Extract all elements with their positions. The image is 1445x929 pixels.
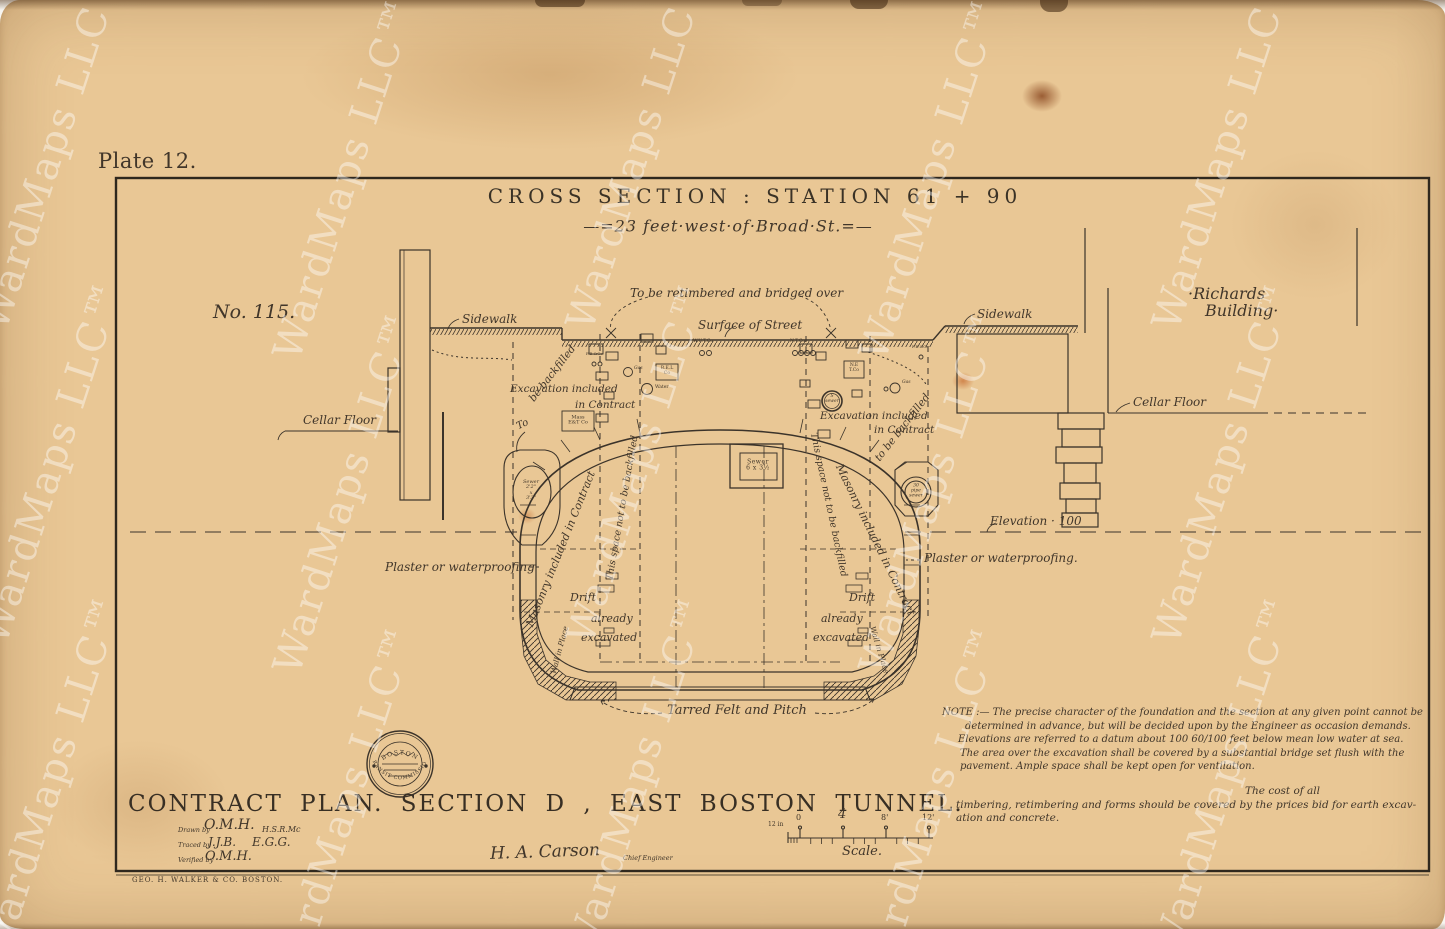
plate-number: Plate 12. [98, 149, 197, 173]
drawing-subtitle: —=23 feet·west·of·Broad·St.=— [583, 216, 873, 236]
chief-engineer-title: Chief Engineer [623, 854, 673, 862]
scale-tick-12: 12' [922, 813, 935, 822]
richards-building-label: ·Richards Building· [1188, 284, 1279, 321]
in-contract-right: in Contract [874, 424, 935, 436]
verified-by-label: Verified by [178, 856, 214, 864]
in-contract-left: in Contract [575, 399, 636, 411]
water-label: Water [655, 385, 669, 390]
retimber-note-label: To be retimbered and bridged over [630, 286, 844, 300]
drawing-title: CROSS SECTION : STATION 61 + 90 [487, 184, 1023, 209]
scale-tick-12in: 12 in [768, 821, 784, 828]
note-line4: The area over the excavation shall be co… [960, 748, 1405, 759]
scale-tick-4: 4 [838, 807, 847, 822]
fb-co-right-label: F.B.&Co [912, 344, 929, 349]
sewer-box [729, 443, 784, 489]
svg-text:TRANSIT COMMISSION: TRANSIT COMMISSION [0, 0, 429, 781]
surface-of-street-label: Surface of Street [698, 318, 803, 332]
tarred-felt-label: Tarred Felt and Pitch [667, 702, 807, 718]
traced-by-name: J.J.B. [208, 835, 237, 849]
drawn-by-name: O.M.H. [204, 817, 255, 833]
street-linework [430, 325, 1078, 347]
utility-symbols [561, 333, 924, 439]
fb-co-left-label: F.B.&Co [586, 351, 603, 356]
plaster-left-label: Plaster or waterproofing [385, 560, 535, 574]
right-building-linework [956, 228, 1368, 528]
excavated-right: excavated [813, 631, 870, 644]
excavation-boundaries [431, 334, 929, 664]
bottom-edge-shading [0, 923, 1445, 929]
contract-plan-title: CONTRACT PLAN. SECTION D , EAST BOSTON T… [128, 791, 964, 817]
tear-notch [535, 0, 585, 7]
left-building-linework [277, 249, 444, 520]
wut-co-label: W.U.T.Co [693, 339, 714, 344]
tear-notch [850, 0, 888, 9]
excavated-left: excavated [581, 631, 638, 644]
nt-co-label: N.T.Co [790, 339, 806, 344]
seal-bottom-text: TRANSIT COMMISSION [0, 0, 428, 781]
cost-note-line1: The cost of all [1245, 785, 1320, 797]
drawn-by-label: Drawn by [178, 826, 210, 834]
verified-by-name: O.M.H. [205, 849, 252, 864]
excavation-included-right: Excavation included [820, 410, 928, 422]
svg-text:BOSTON: BOSTON [380, 749, 420, 762]
drawing-number: No. 115. [213, 301, 296, 323]
scale-tick-0: 0 [796, 813, 802, 822]
scale-tick-8: 8' [881, 813, 889, 822]
border-frame [114, 176, 1431, 876]
sidewalk-right-label: Sidewalk [977, 307, 1033, 321]
seal: BOSTON TRANSIT COMMISSION [0, 0, 434, 798]
torn-top-edge [0, 0, 1445, 10]
tunnel-linework [519, 418, 921, 701]
cost-note-line3: ation and concrete. [956, 812, 1060, 824]
seal-top-text: BOSTON [380, 749, 418, 762]
printer-imprint: GEO. H. WALKER & CO. BOSTON. [132, 876, 284, 884]
drift-right: Drift [849, 591, 876, 604]
drawn-by-check: H.S.R.Mc [262, 825, 301, 834]
already-right: already [821, 612, 863, 625]
elevation-line [130, 522, 1424, 533]
drift-left: Drift [570, 591, 597, 604]
tear-notch [1040, 0, 1068, 12]
cost-note-line2: timbering, retimbering and forms should … [956, 799, 1417, 811]
cellar-floor-left-label: Cellar Floor [303, 413, 377, 427]
scale-bar [787, 825, 933, 844]
plaster-right-label: Plaster or waterproofing. [924, 551, 1078, 565]
gas-right-label: Gas [902, 380, 911, 385]
note-line1: NOTE :— The precise character of the fou… [942, 707, 1423, 718]
note-line2: determined in advance, but will be decid… [965, 721, 1411, 732]
leader-lines [447, 295, 976, 715]
elevation-label: Elevation · 100 [990, 514, 1082, 528]
cellar-floor-right-label: Cellar Floor [1133, 395, 1207, 409]
traced-by-check: E.G.G. [252, 835, 291, 849]
tear-notch [742, 0, 782, 6]
traced-by-label: Traced by [178, 841, 211, 849]
gas-left-label: Gas [634, 366, 643, 371]
scale-label: Scale. [842, 843, 882, 859]
sidewalk-left-label: Sidewalk [462, 312, 518, 326]
note-line5: pavement. Ample space shall be kept open… [960, 761, 1255, 772]
masonry-hatching [520, 599, 920, 701]
excavation-included-left: Excavation included [510, 383, 618, 395]
manholes [503, 449, 939, 546]
already-left: already [591, 612, 633, 625]
note-line3: Elevations are referred to a datum about… [958, 734, 1404, 745]
chief-engineer-signature: H. A. Carson [489, 840, 601, 864]
